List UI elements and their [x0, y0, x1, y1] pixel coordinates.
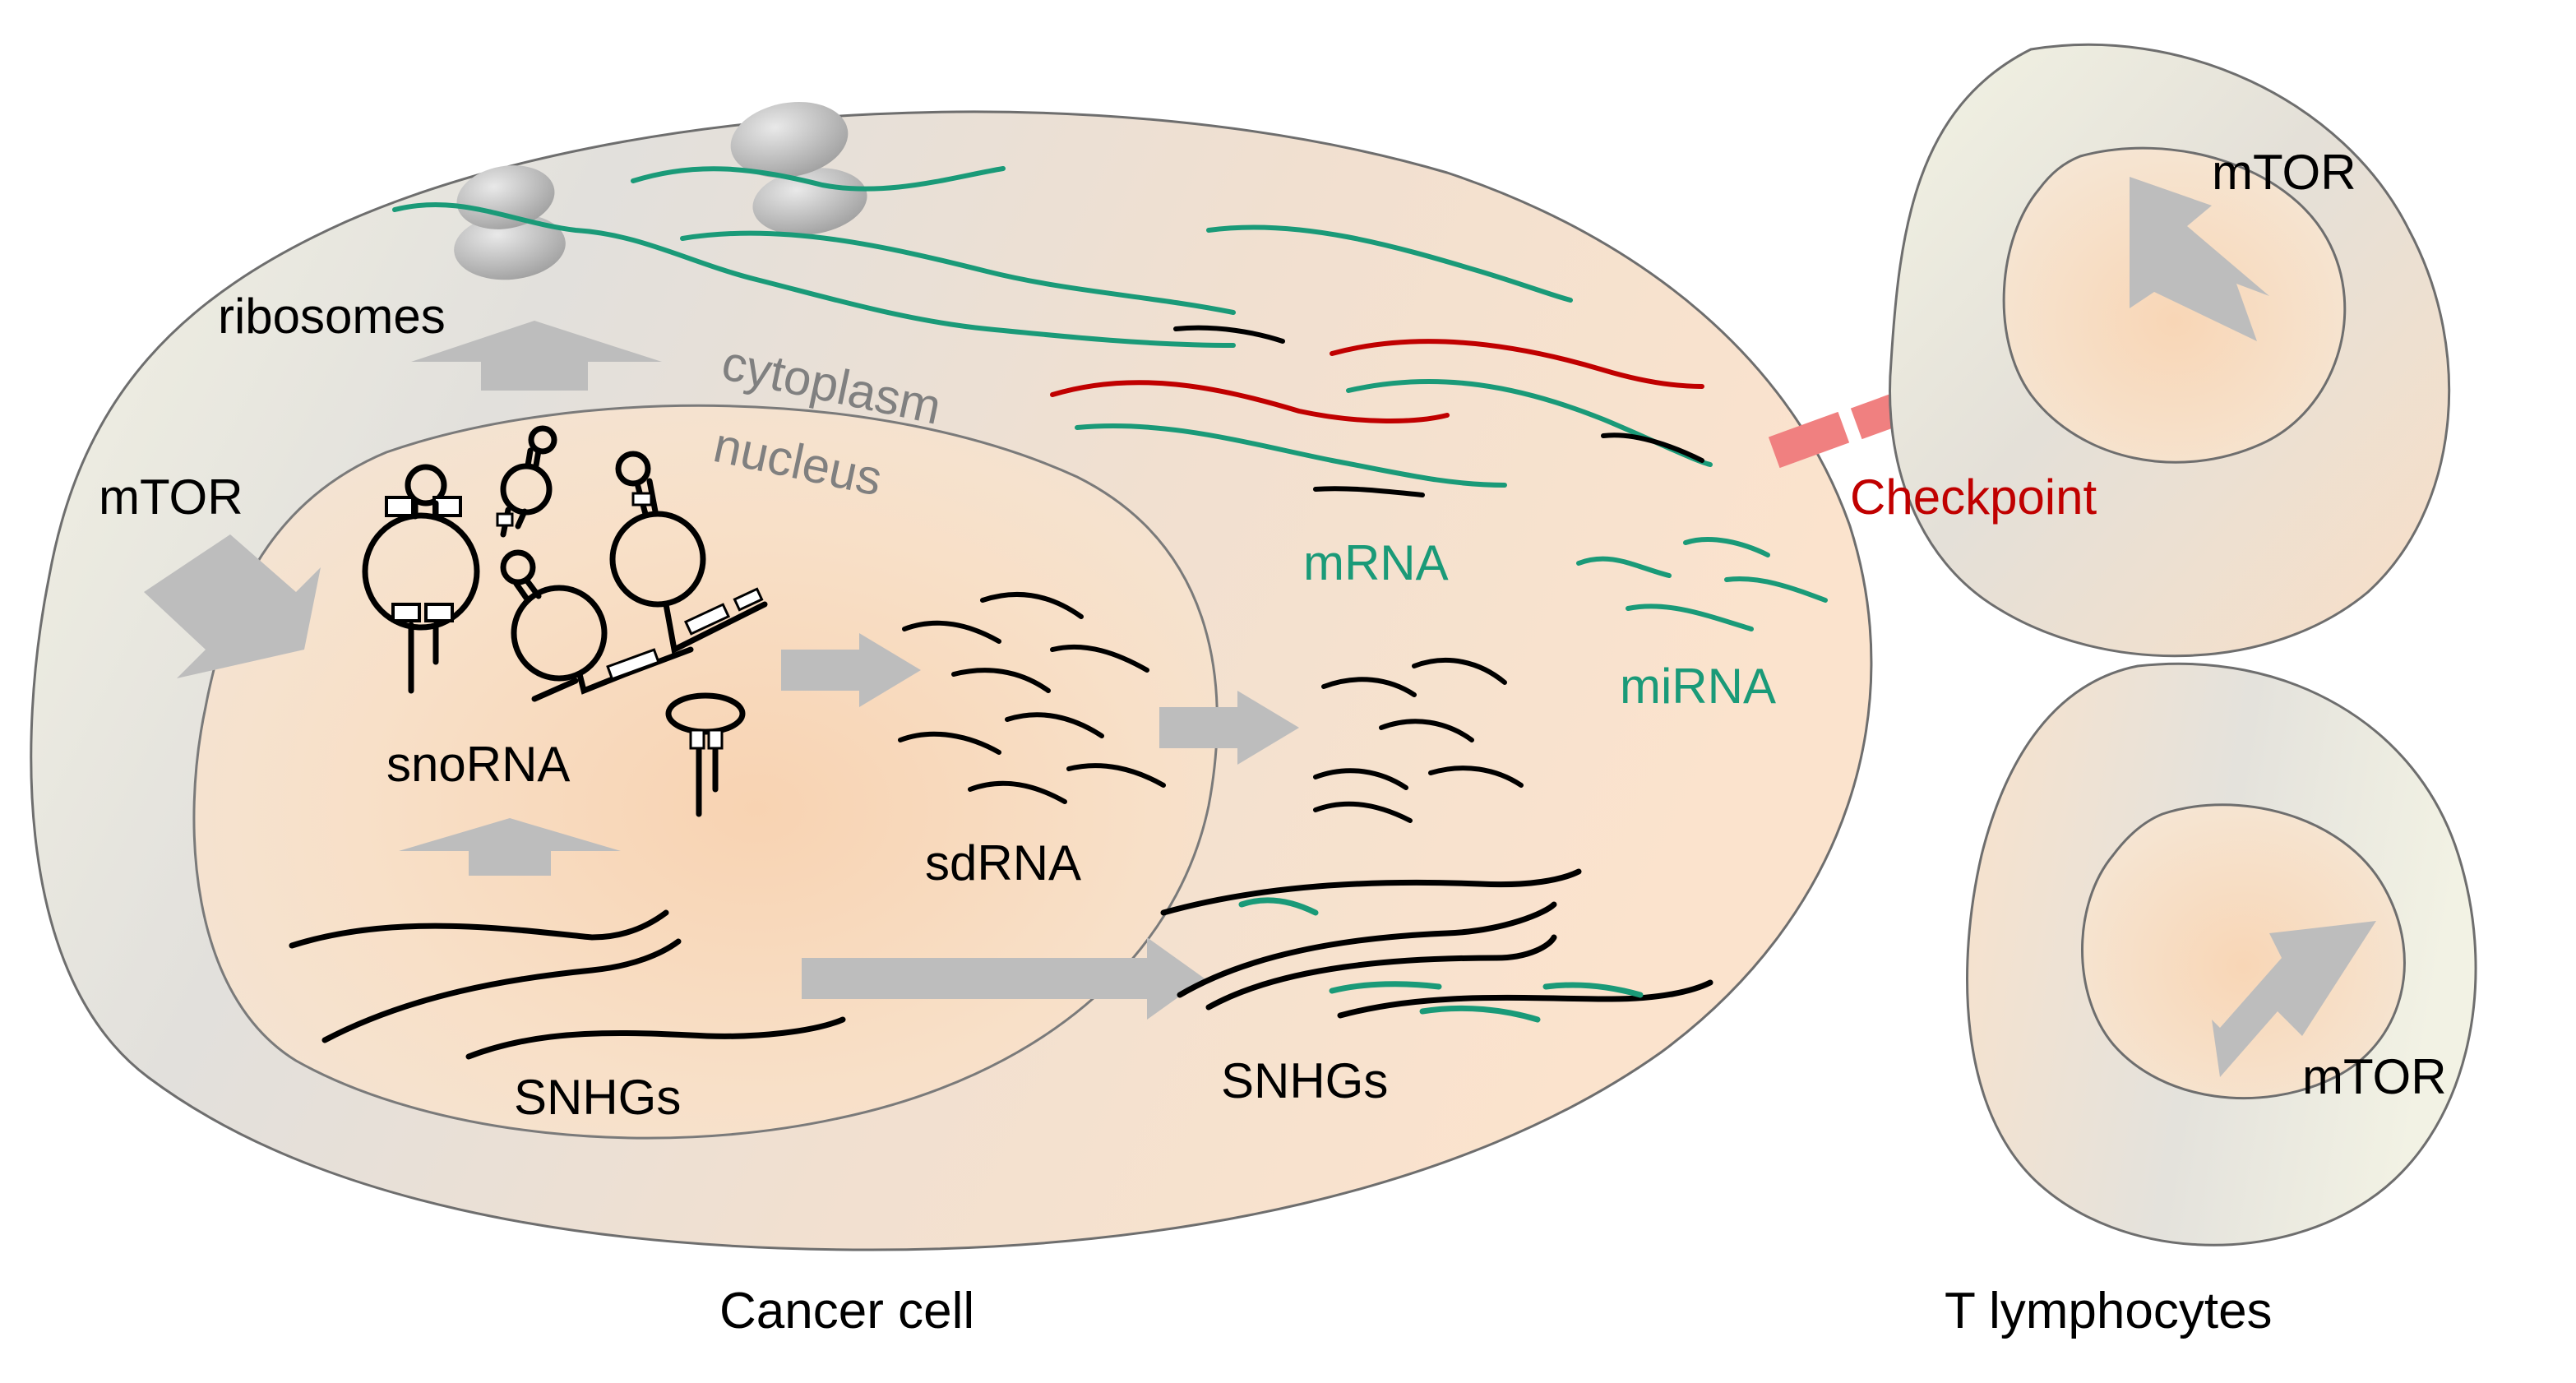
- black-rna-fragments: [1173, 325, 1704, 497]
- t-lymphocyte-2-nucleus: [2081, 803, 2406, 1100]
- ribosome-1: [454, 165, 566, 280]
- arrow-up-to-ribosomes: [411, 321, 662, 391]
- label-mtor-cancer: mTOR: [99, 469, 243, 525]
- snhgs-nucleus-strands: [289, 909, 846, 1060]
- nucleus-envelope: [192, 404, 1219, 1140]
- label-mtor-t2: mTOR: [2302, 1049, 2447, 1104]
- arrow-snorna-to-sdrna: [781, 633, 921, 707]
- arrow-snhgs-export: [802, 937, 1205, 1020]
- label-cancer-cell: Cancer cell: [719, 1283, 974, 1339]
- mrna-strands: [392, 166, 1828, 631]
- label-mrna: mRNA: [1303, 535, 1449, 590]
- label-snhgs-cytoplasm: SNHGs: [1221, 1053, 1388, 1108]
- ribosome-2: [730, 101, 867, 235]
- snhgs-cytoplasm-strands: [1160, 868, 1713, 1023]
- label-sdrna: sdRNA: [925, 835, 1081, 890]
- label-checkpoint: Checkpoint: [1850, 469, 2097, 525]
- arrow-mtor-t2: [2212, 921, 2376, 1077]
- label-snhgs-nucleus: SNHGs: [514, 1070, 681, 1125]
- label-ribosomes: ribosomes: [218, 289, 446, 344]
- arrow-mtor-cancer: [144, 534, 321, 678]
- mrna-red-strands: [1050, 339, 1704, 423]
- sdrna-fragments-cytoplasm: [1313, 657, 1524, 823]
- label-mirna: miRNA: [1620, 659, 1776, 714]
- t-lymphocyte-1-nucleus: [2002, 146, 2347, 464]
- snorna-structures: [362, 425, 768, 817]
- label-t-lymphocytes: T lymphocytes: [1945, 1283, 2273, 1339]
- label-mtor-t1: mTOR: [2212, 145, 2356, 200]
- arrow-sdrna-export: [1159, 691, 1299, 765]
- sdrna-fragments-nucleus: [898, 591, 1166, 804]
- label-snorna: snoRNA: [386, 737, 570, 792]
- arrow-mtor-t1: [2130, 177, 2269, 341]
- arrow-up-to-snorna: [399, 818, 621, 876]
